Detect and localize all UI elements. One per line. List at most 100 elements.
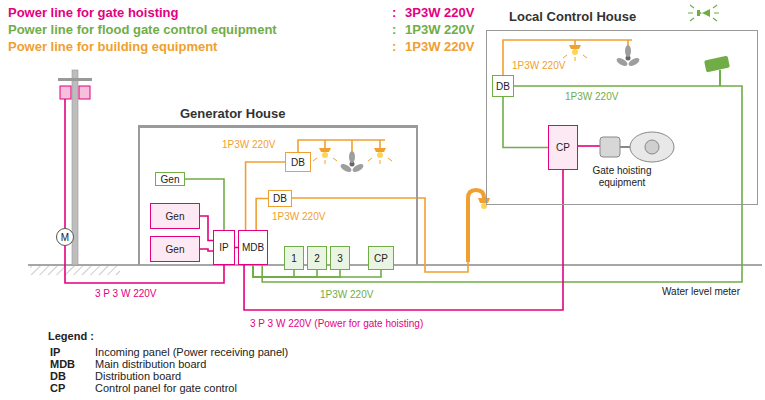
wire-label: 3 P 3 W 220V — [95, 288, 157, 300]
lamp — [374, 148, 386, 152]
wire-label: 1P3W 220V — [272, 211, 325, 223]
lamp — [319, 148, 331, 152]
generator-box: Gen — [155, 172, 185, 186]
legend-text: DB — [50, 370, 66, 383]
box-label: MDB — [242, 242, 264, 253]
gate-panel-box: 1 — [284, 246, 304, 270]
line-type-label: : — [392, 40, 396, 55]
lighting-wire — [298, 140, 385, 152]
camera-icon — [704, 56, 730, 86]
legend-text: Legend : — [48, 330, 94, 343]
speaker — [697, 9, 710, 17]
camera-body — [704, 56, 730, 73]
box-label: CP — [374, 253, 388, 264]
power-wire — [503, 97, 548, 148]
hoist-motor — [600, 137, 620, 157]
lamp-rays — [368, 158, 392, 164]
line-type-label: 3P3W 220V — [405, 6, 474, 21]
panel-box: IP — [213, 230, 235, 265]
line-type-label: Power line for gate hoisting — [8, 6, 178, 21]
legend-text: Distribution board — [95, 370, 181, 383]
wire-label: Water level meter — [662, 286, 740, 298]
distribution-board: DB — [492, 75, 514, 97]
power-wire — [244, 170, 563, 310]
line-type-label: : — [392, 23, 396, 38]
box-label: DB — [273, 193, 287, 204]
power-wire — [262, 86, 742, 282]
lamp-rays — [313, 158, 337, 164]
meter-circle: M — [56, 228, 74, 246]
generator-box: Gen — [150, 236, 200, 262]
legend-text: Control panel for gate control — [95, 382, 237, 395]
box-label: 3 — [337, 253, 343, 264]
line-type-label: 1P3W 220V — [405, 40, 474, 55]
power-wire — [65, 246, 224, 283]
building-wiring — [292, 40, 632, 272]
camera-mount — [719, 70, 721, 86]
fan-icon — [339, 45, 640, 174]
lamp-bulb — [377, 152, 383, 158]
line-type-label: Power line for building equipment — [8, 40, 217, 55]
transformer — [60, 86, 71, 99]
box-label: Gen — [166, 244, 185, 255]
panel-box: MDB — [238, 230, 268, 265]
control-panel: CP — [548, 125, 578, 170]
box-label: CP — [556, 142, 570, 153]
utility-pole — [58, 70, 92, 265]
control-panel: CP — [368, 246, 394, 270]
wire-label: 1P3W 220V — [565, 91, 618, 103]
box-label: DB — [291, 157, 305, 168]
power-wire — [200, 216, 213, 241]
gate-hoist — [578, 132, 674, 162]
fan-blade — [615, 56, 628, 67]
fan-blade — [627, 56, 640, 67]
legend-text: Main distribution board — [95, 358, 206, 371]
service-wire — [64, 99, 66, 228]
box-label: 1 — [291, 253, 297, 264]
transformer — [79, 86, 90, 99]
lamp-bulb — [572, 49, 578, 55]
lamp — [569, 45, 581, 49]
box-label: M — [61, 232, 69, 243]
hoist-power-wire — [578, 145, 600, 147]
ground-hatch — [30, 266, 120, 275]
house-title: Local Control House — [509, 9, 636, 24]
lamp-post-head — [478, 198, 490, 203]
gate-panel-box: 2 — [307, 246, 327, 270]
local-lighting-wire — [503, 40, 632, 75]
crossarm — [58, 78, 92, 81]
power-wire — [200, 249, 213, 251]
wire-label: 1P3W 220V — [320, 289, 373, 301]
fan-blade — [339, 162, 352, 173]
legend-text: CP — [50, 382, 65, 395]
hoist-drum — [630, 132, 674, 162]
wire-label: Gate hoisting equipment — [582, 165, 662, 188]
speaker-waves — [688, 5, 719, 21]
legend-text: IP — [50, 346, 60, 359]
box-label: 2 — [314, 253, 320, 264]
lamp-rays — [563, 55, 587, 61]
fan-blade — [349, 151, 355, 163]
box-label: Gen — [161, 174, 180, 185]
legend-text: MDB — [50, 358, 75, 371]
lamppost-wire — [292, 198, 468, 272]
fan-blade — [351, 162, 364, 173]
generator-house: Generator HouseGenGenGenIPMDBDBDB123CP — [138, 125, 418, 265]
hoist-shaft — [620, 146, 630, 148]
box-label: DB — [496, 81, 510, 92]
generator-box: Gen — [150, 203, 200, 229]
line-type-label: Power line for flood gate control equipm… — [8, 23, 277, 38]
legend-text: Incoming panel (Power receiving panel) — [95, 346, 288, 359]
gate-panel-box: 3 — [330, 246, 350, 270]
box-label: IP — [219, 242, 228, 253]
line-type-label: : — [392, 6, 396, 21]
lamp-icon — [313, 45, 587, 164]
wire-label: 1P3W 220V — [222, 139, 275, 151]
house-title: Generator House — [180, 106, 285, 121]
wire-label: 3 P 3 W 220V (Power for gate hoisting) — [250, 318, 423, 330]
power-wire — [256, 199, 268, 231]
speaker-icon — [688, 5, 719, 21]
